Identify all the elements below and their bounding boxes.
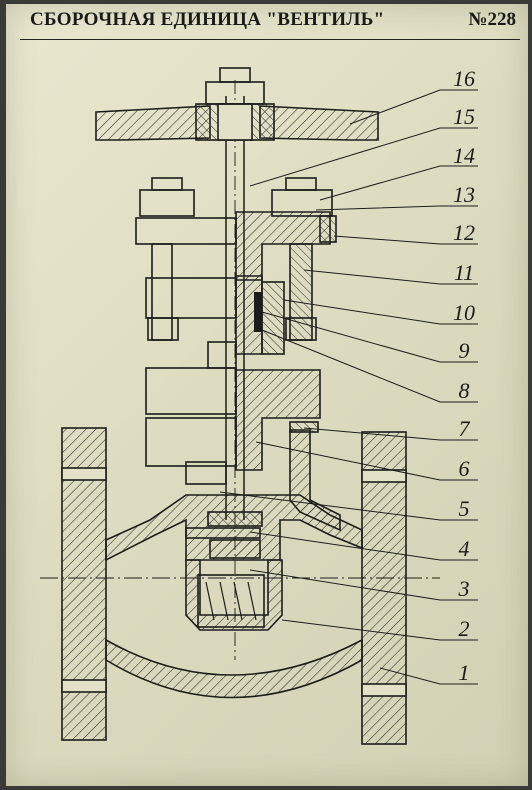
callout-numbers: 16 15 14 13 12 11 10 9 8 7 6 5 4 3 2 1 — [453, 66, 475, 685]
callout-15: 15 — [453, 104, 475, 129]
callout-7: 7 — [459, 416, 471, 441]
valve-disc — [185, 511, 265, 628]
callout-leaders — [219, 89, 478, 685]
sheet-number: №228 — [468, 9, 516, 30]
callout-12: 12 — [453, 220, 475, 245]
title-block: СБОРОЧНАЯ ЕДИНИЦА "ВЕНТИЛЬ" №228 — [20, 5, 520, 40]
drawing-title: СБОРОЧНАЯ ЕДИНИЦА "ВЕНТИЛЬ" — [30, 9, 385, 30]
callout-11: 11 — [454, 260, 474, 285]
callout-3: 3 — [458, 576, 470, 601]
callout-4: 4 — [459, 536, 470, 561]
callout-14: 14 — [453, 143, 475, 168]
bonnet-assembly — [135, 177, 337, 485]
handwheel — [95, 67, 379, 141]
callout-9: 9 — [459, 338, 470, 363]
callout-2: 2 — [459, 616, 470, 641]
callout-10: 10 — [453, 300, 475, 325]
callout-13: 13 — [453, 182, 475, 207]
callout-6: 6 — [459, 456, 470, 481]
callout-8: 8 — [459, 378, 470, 403]
callout-5: 5 — [459, 496, 470, 521]
callout-16: 16 — [453, 66, 475, 91]
callout-1: 1 — [459, 660, 470, 685]
spindle — [225, 80, 245, 660]
